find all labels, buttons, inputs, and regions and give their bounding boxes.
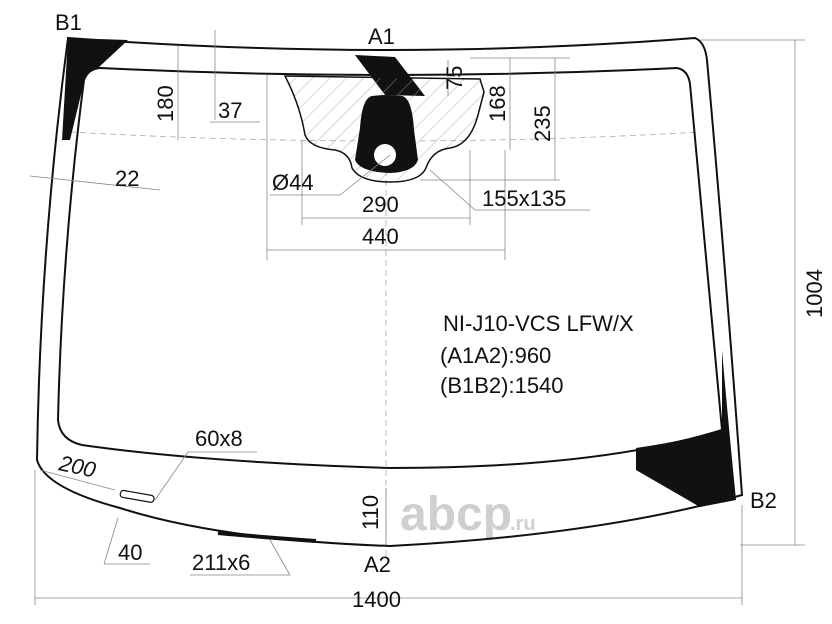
sensor-hole — [374, 144, 396, 166]
dim-180: 180 — [153, 85, 178, 122]
dim-235: 235 — [530, 105, 555, 142]
diagonal-a: (A1A2):960 — [440, 343, 551, 368]
label-b1: B1 — [55, 10, 82, 35]
dim-height: 1004 — [802, 269, 827, 318]
shade-band-line — [69, 131, 701, 142]
dim-37: 37 — [218, 98, 242, 123]
marker-60x8 — [119, 489, 155, 503]
sensor-pad — [355, 95, 418, 173]
dim-marker-size: 60x8 — [195, 426, 243, 451]
dim-40: 40 — [118, 540, 142, 565]
dim-440: 440 — [362, 224, 399, 249]
black-band-top-left — [62, 38, 128, 140]
label-b2: B2 — [750, 488, 777, 513]
dim-sensor-diameter: Ø44 — [272, 170, 314, 195]
strip-211x6 — [217, 531, 317, 543]
dim-75: 75 — [442, 66, 467, 90]
dim-290: 290 — [362, 192, 399, 217]
watermark-logo: abcp .ru — [400, 488, 536, 541]
dim-200: 200 — [56, 450, 99, 482]
label-a2: A2 — [364, 552, 391, 577]
dim-168: 168 — [485, 85, 510, 122]
dim-110: 110 — [358, 495, 383, 530]
dimension-lines — [29, 30, 805, 605]
dim-sensor-size: 155x135 — [482, 186, 566, 211]
glass-inner-edge — [56, 66, 724, 470]
black-band-right-bottom — [636, 350, 736, 507]
svg-text:.ru: .ru — [510, 513, 536, 535]
diagonal-b: (B1B2):1540 — [440, 373, 564, 398]
label-a1: A1 — [368, 24, 395, 49]
dim-width: 1400 — [352, 587, 401, 612]
dim-22: 22 — [115, 166, 139, 191]
part-code: NI-J10-VCS LFW/X — [443, 311, 634, 336]
svg-text:abcp: abcp — [400, 488, 512, 541]
dim-strip-size: 211x6 — [192, 550, 250, 575]
glass-outer-edge — [35, 36, 744, 548]
